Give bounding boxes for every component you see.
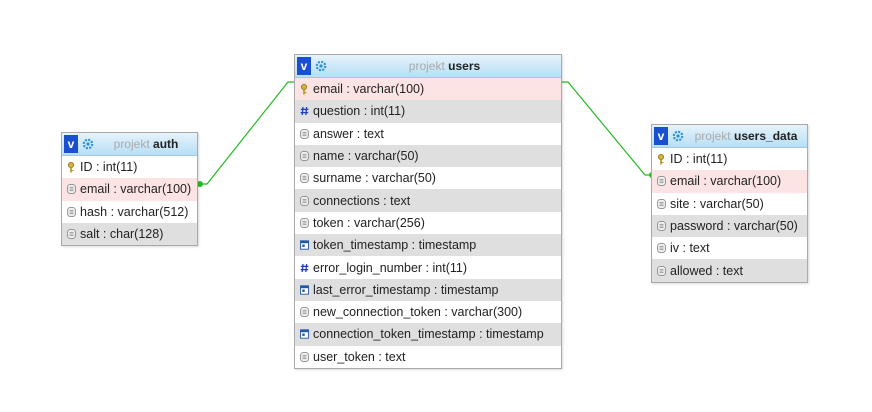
column-label: last_error_timestamp : timestamp bbox=[313, 282, 499, 297]
column-row[interactable]: answer : text bbox=[295, 122, 561, 145]
column-row[interactable]: ID : int(11) bbox=[62, 156, 197, 179]
column-label: connections : text bbox=[313, 193, 411, 208]
column-label: allowed : text bbox=[670, 263, 743, 278]
gear-icon[interactable] bbox=[81, 137, 95, 151]
column-icon bbox=[655, 243, 667, 254]
column-row[interactable]: surname : varchar(50) bbox=[295, 167, 561, 190]
column-list: ID : int(11) email : varchar(100) hash : v… bbox=[62, 156, 197, 246]
column-icon bbox=[298, 151, 310, 161]
key-icon bbox=[655, 153, 667, 165]
column-icon bbox=[65, 206, 77, 217]
key-icon bbox=[65, 161, 77, 173]
database-name: projekt bbox=[694, 129, 731, 143]
column-label: site : varchar(50) bbox=[670, 196, 764, 211]
column-row[interactable]: last_error_timestamp : timestamp bbox=[295, 278, 561, 301]
table-name: users_data bbox=[734, 129, 798, 143]
column-label: password : varchar(50) bbox=[670, 219, 798, 234]
column-label: connection_token_timestamp : timestamp bbox=[313, 327, 544, 342]
column-icon bbox=[298, 173, 310, 184]
table-title: projekt users bbox=[328, 59, 561, 73]
column-icon bbox=[298, 351, 310, 362]
toggle-button[interactable]: v bbox=[64, 135, 78, 153]
column-label: user_token : text bbox=[313, 349, 406, 364]
column-row[interactable]: hash : varchar(512) bbox=[62, 200, 197, 223]
column-row[interactable]: token : varchar(256) bbox=[295, 211, 561, 235]
column-row[interactable]: connection_token_timestamp : timestamp bbox=[295, 323, 561, 346]
toggle-button[interactable]: v bbox=[654, 127, 668, 145]
number-icon bbox=[298, 106, 310, 116]
column-label: surname : varchar(50) bbox=[313, 171, 436, 186]
gear-icon[interactable] bbox=[671, 129, 685, 143]
table-header[interactable]: v projekt users bbox=[295, 55, 561, 78]
column-row[interactable]: email : varchar(100) bbox=[652, 170, 807, 193]
column-icon bbox=[298, 307, 310, 317]
column-row[interactable]: question : int(11) bbox=[295, 100, 561, 123]
table-name: users bbox=[448, 59, 481, 73]
column-label: ID : int(11) bbox=[80, 160, 138, 175]
column-row[interactable]: iv : text bbox=[652, 237, 807, 260]
column-label: ID : int(11) bbox=[670, 152, 728, 167]
relation-line-users-users-data[interactable] bbox=[561, 81, 652, 176]
column-label: error_login_number : int(11) bbox=[313, 260, 468, 275]
database-name: projekt bbox=[113, 137, 150, 151]
column-row[interactable]: connections : text bbox=[295, 189, 561, 212]
column-label: salt : char(128) bbox=[80, 227, 164, 242]
column-row[interactable]: allowed : text bbox=[652, 259, 807, 282]
column-label: email : varchar(100) bbox=[670, 174, 782, 189]
column-icon bbox=[655, 198, 667, 209]
column-icon bbox=[298, 195, 310, 206]
column-label: email : varchar(100) bbox=[80, 182, 192, 197]
column-icon bbox=[298, 218, 310, 228]
column-row[interactable]: error_login_number : int(11) bbox=[295, 256, 561, 279]
column-icon bbox=[65, 229, 77, 239]
column-icon bbox=[298, 128, 310, 139]
key-icon bbox=[298, 83, 310, 95]
table-users[interactable]: v projekt users email : varchar(100) ques… bbox=[294, 54, 562, 369]
column-row[interactable]: salt : char(128) bbox=[62, 222, 197, 246]
relation-endpoint bbox=[197, 181, 203, 187]
table-title: projekt auth bbox=[95, 137, 197, 151]
gear-icon[interactable] bbox=[314, 59, 328, 73]
number-icon bbox=[298, 263, 310, 273]
table-users-data[interactable]: v projekt users_data ID : int(11) email :… bbox=[651, 124, 808, 283]
column-row[interactable]: user_token : text bbox=[295, 345, 561, 368]
column-label: iv : text bbox=[670, 241, 710, 256]
timestamp-icon bbox=[298, 329, 310, 340]
column-icon bbox=[655, 221, 667, 231]
column-row[interactable]: token_timestamp : timestamp bbox=[295, 234, 561, 257]
table-title: projekt users_data bbox=[685, 129, 807, 143]
column-label: hash : varchar(512) bbox=[80, 204, 189, 219]
column-row[interactable]: email : varchar(100) bbox=[62, 178, 197, 201]
timestamp-icon bbox=[298, 285, 310, 295]
column-row[interactable]: new_connection_token : varchar(300) bbox=[295, 300, 561, 324]
column-list: ID : int(11) email : varchar(100) site : v… bbox=[652, 148, 807, 282]
column-icon bbox=[65, 184, 77, 195]
column-label: question : int(11) bbox=[313, 104, 406, 119]
column-list: email : varchar(100) question : int(11) an… bbox=[295, 78, 561, 368]
column-label: answer : text bbox=[313, 126, 384, 141]
column-row[interactable]: name : varchar(50) bbox=[295, 144, 561, 168]
column-label: name : varchar(50) bbox=[313, 149, 419, 164]
column-label: email : varchar(100) bbox=[313, 82, 425, 97]
toggle-button[interactable]: v bbox=[297, 57, 311, 75]
column-label: token_timestamp : timestamp bbox=[313, 238, 477, 253]
column-row[interactable]: site : varchar(50) bbox=[652, 192, 807, 215]
table-auth[interactable]: v projekt auth ID : int(11) email : varch… bbox=[61, 132, 198, 247]
column-row[interactable]: ID : int(11) bbox=[652, 148, 807, 171]
table-header[interactable]: v projekt auth bbox=[62, 133, 197, 156]
timestamp-icon bbox=[298, 240, 310, 250]
column-row[interactable]: email : varchar(100) bbox=[295, 78, 561, 101]
relation-line-auth-users[interactable] bbox=[200, 81, 296, 185]
database-name: projekt bbox=[408, 59, 445, 73]
column-row[interactable]: password : varchar(50) bbox=[652, 214, 807, 238]
column-label: token : varchar(256) bbox=[313, 215, 425, 230]
column-icon bbox=[655, 265, 667, 276]
table-name: auth bbox=[153, 137, 179, 151]
table-header[interactable]: v projekt users_data bbox=[652, 125, 807, 148]
column-label: new_connection_token : varchar(300) bbox=[313, 305, 523, 320]
column-icon bbox=[655, 176, 667, 187]
